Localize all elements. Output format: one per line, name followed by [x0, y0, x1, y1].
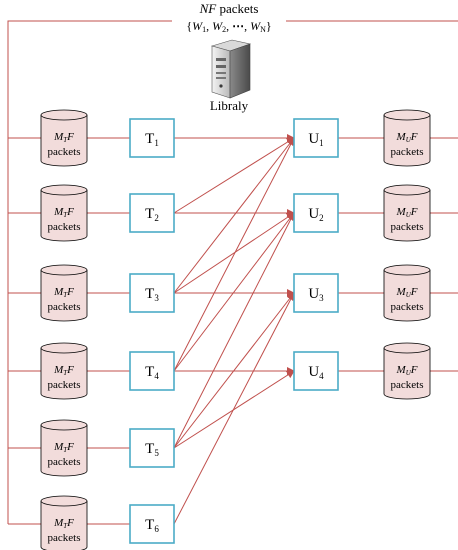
- svg-text:NF packets: NF packets: [199, 1, 259, 16]
- receiver-u4: U4: [293, 351, 339, 391]
- transmitter-cache-5: MTF packets: [40, 419, 88, 477]
- link-t3-u2: [173, 212, 295, 294]
- svg-text:U3: U3: [308, 286, 324, 303]
- receiver-cache-3: MUF packets: [383, 264, 431, 322]
- svg-text:T6: T6: [145, 517, 159, 534]
- svg-text:MUF: MUF: [396, 131, 418, 144]
- link-t3-u1: [173, 137, 295, 294]
- server-icon: [210, 39, 252, 99]
- svg-text:packets: packets: [48, 379, 81, 391]
- receiver-cache-4: MUF packets: [383, 342, 431, 400]
- svg-text:T1: T1: [145, 131, 159, 148]
- transmitter-cache-3: MTF packets: [40, 264, 88, 322]
- svg-text:packets: packets: [391, 301, 424, 313]
- svg-text:T3: T3: [145, 286, 159, 303]
- transmitter-t2: T2: [129, 193, 175, 233]
- file-set-label: {W1, W2, ⋯, WN}: [186, 19, 271, 34]
- transmitter-t1: T1: [129, 118, 175, 158]
- receiver-u3: U3: [293, 273, 339, 313]
- library-bus-line: [7, 20, 172, 524]
- svg-text:MTF: MTF: [53, 364, 74, 377]
- receiver-u2: U2: [293, 193, 339, 233]
- link-t5-u3: [173, 292, 295, 449]
- transmitter-cache-2: MTF packets: [40, 184, 88, 242]
- svg-text:U2: U2: [308, 206, 323, 223]
- transmitter-caches: MTFpacketsMTFpacketsMTFpacketsMTFpackets…: [40, 109, 88, 550]
- svg-text:T4: T4: [145, 364, 159, 381]
- svg-text:MUF: MUF: [396, 364, 418, 377]
- receiver-cache-2: MUF packets: [383, 184, 431, 242]
- transmitter-cache-6: MTF packets: [40, 495, 88, 550]
- svg-text:MTF: MTF: [53, 517, 74, 530]
- svg-text:packets: packets: [391, 221, 424, 233]
- svg-text:MTF: MTF: [53, 441, 74, 454]
- link-t2-u1: [173, 137, 295, 214]
- transmitter-t5: T5: [129, 428, 175, 468]
- svg-text:packets: packets: [48, 532, 81, 544]
- transmitter-cache-4: MTF packets: [40, 342, 88, 400]
- svg-text:MTF: MTF: [53, 131, 74, 144]
- transmitter-receiver-links: [173, 134, 295, 525]
- library-header: NF packets {W1, W2, ⋯, WN}: [186, 1, 271, 34]
- svg-text:packets: packets: [48, 146, 81, 158]
- svg-text:U4: U4: [308, 364, 324, 381]
- svg-text:MTF: MTF: [53, 206, 74, 219]
- svg-text:packets: packets: [48, 301, 81, 313]
- link-t4-u1: [173, 137, 295, 372]
- svg-text:U1: U1: [308, 131, 323, 148]
- svg-text:T2: T2: [145, 206, 159, 223]
- server-label: Libraly: [210, 98, 249, 113]
- transmitter-t4: T4: [129, 351, 175, 391]
- svg-text:MUF: MUF: [396, 286, 418, 299]
- header-italic: NF: [199, 1, 218, 16]
- svg-text:packets: packets: [48, 221, 81, 233]
- svg-text:T5: T5: [145, 441, 159, 458]
- link-t6-u3: [173, 292, 295, 525]
- svg-text:packets: packets: [391, 379, 424, 391]
- transmitter-t3: T3: [129, 273, 175, 313]
- link-t5-u2: [173, 212, 295, 449]
- svg-text:packets: packets: [391, 146, 424, 158]
- transmitter-t6: T6: [129, 504, 175, 544]
- svg-text:MUF: MUF: [396, 206, 418, 219]
- receiver-cache-1: MUF packets: [383, 109, 431, 167]
- receiver-u1: U1: [293, 118, 339, 158]
- header-rest: packets: [216, 1, 258, 16]
- transmitter-cache-1: MTF packets: [40, 109, 88, 167]
- svg-text:MTF: MTF: [53, 286, 74, 299]
- link-t4-u2: [173, 212, 295, 372]
- svg-text:packets: packets: [48, 456, 81, 468]
